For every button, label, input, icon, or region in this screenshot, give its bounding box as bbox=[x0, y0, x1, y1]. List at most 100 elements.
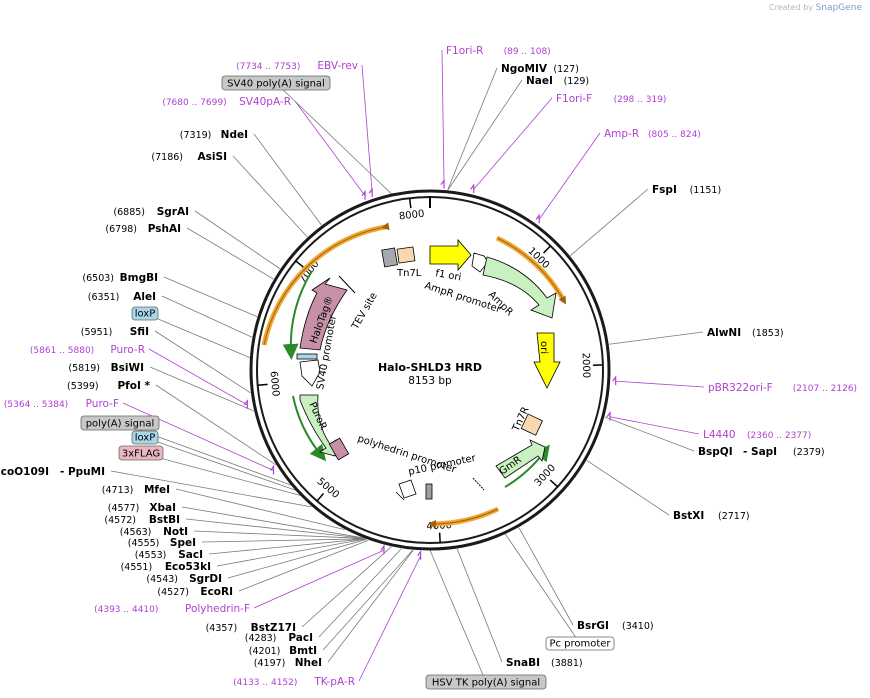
primer-label[interactable]: F1ori-R(89 .. 108) bbox=[440, 45, 551, 189]
site-position: (5399) bbox=[67, 381, 99, 392]
leader-line bbox=[318, 548, 402, 638]
restriction-site[interactable]: XbaI(4577) bbox=[108, 502, 176, 514]
site-position: (5819) bbox=[68, 363, 100, 374]
leader-line bbox=[185, 518, 363, 539]
restriction-site[interactable]: SfiI(5951) bbox=[81, 326, 149, 338]
restriction-site[interactable]: NheI(4197) bbox=[254, 657, 322, 669]
feature-box-label[interactable]: 3xFLAG bbox=[118, 445, 164, 461]
primer-leader bbox=[441, 49, 445, 185]
restriction-site[interactable]: Eco53kI(4551) bbox=[121, 561, 211, 573]
feature-box-label[interactable]: loxP bbox=[131, 430, 159, 445]
restriction-site[interactable]: PacI(4283) bbox=[245, 632, 313, 644]
restriction-site[interactable]: NdeI(7319) bbox=[180, 129, 248, 141]
site-position: (4543) bbox=[146, 574, 178, 585]
primer-marker bbox=[606, 410, 611, 421]
primer-label[interactable]: Amp-R(805 .. 824) bbox=[535, 128, 701, 224]
box-leader bbox=[144, 437, 299, 492]
restriction-site[interactable]: BstBI(4572) bbox=[104, 514, 180, 526]
feature-gmr bbox=[495, 439, 546, 479]
primer-marker bbox=[243, 399, 248, 409]
feature-box-label[interactable]: SV40 poly(A) signal bbox=[221, 75, 331, 91]
box-text: loxP bbox=[135, 433, 156, 444]
orange-arc-halotag-inner bbox=[263, 222, 390, 346]
restriction-site[interactable]: AleI(6351) bbox=[88, 291, 156, 303]
backbone-outer bbox=[249, 189, 611, 551]
primer-label[interactable]: SV40pA-R(7680 .. 7699) bbox=[162, 96, 366, 200]
primer-label[interactable]: L4440(2360 .. 2377) bbox=[606, 410, 811, 441]
site-extra: - PpuMI bbox=[60, 466, 105, 478]
site-position: (3881) bbox=[551, 658, 583, 669]
restriction-site[interactable]: BspQI- SapI(2379) bbox=[698, 446, 825, 458]
feature-box-label[interactable]: poly(A) signal bbox=[80, 415, 160, 431]
primer-label[interactable]: Puro-R(5861 .. 5880) bbox=[30, 344, 248, 409]
primer-leader bbox=[473, 97, 553, 190]
site-name: EcoO109I bbox=[0, 466, 49, 478]
leader-line bbox=[456, 548, 503, 663]
site-name: AlwNI bbox=[707, 327, 741, 339]
restriction-site[interactable]: SgrDI(4543) bbox=[146, 573, 222, 585]
primer-name: Polyhedrin-F bbox=[185, 603, 250, 615]
feature-sv40-promoter bbox=[299, 359, 321, 387]
leader-line bbox=[253, 133, 322, 226]
ruler-tick-label: 5000 bbox=[315, 476, 341, 501]
restriction-site[interactable]: SacI(4553) bbox=[135, 549, 203, 561]
site-name: BmtI bbox=[289, 645, 317, 657]
primer-marker bbox=[380, 544, 385, 555]
site-name: NgoMIV bbox=[501, 63, 548, 75]
leader-line bbox=[208, 538, 366, 555]
primer-name: L4440 bbox=[703, 429, 736, 441]
feature-polyhedrin-promoter bbox=[398, 479, 417, 499]
primer-label[interactable]: TK-pA-R(4133 .. 4152) bbox=[233, 549, 422, 688]
site-position: (4572) bbox=[104, 515, 136, 526]
feature-box-label[interactable]: Pc promoter bbox=[545, 636, 615, 651]
box-leader bbox=[275, 82, 393, 196]
restriction-site[interactable]: BsrGI(3410) bbox=[577, 620, 654, 632]
label-tev-site: TEV site bbox=[350, 291, 380, 332]
site-position: (6885) bbox=[113, 207, 145, 218]
restriction-site[interactable]: BsiWI(5819) bbox=[68, 362, 144, 374]
restriction-site[interactable]: AlwNI (1853) bbox=[707, 327, 784, 339]
leader-lines bbox=[110, 49, 705, 683]
primer-label[interactable]: Puro-F(5364 .. 5384) bbox=[4, 398, 275, 475]
restriction-site[interactable]: MfeI(4713) bbox=[102, 484, 170, 496]
site-name: FspI bbox=[652, 184, 677, 196]
plasmid-name: Halo-SHLD3 HRD bbox=[378, 361, 482, 374]
restriction-site[interactable]: BmtI(4201) bbox=[249, 645, 317, 657]
ruler-tick-label: 2000 bbox=[580, 353, 592, 379]
restriction-site[interactable]: NotI (4563) bbox=[120, 526, 188, 538]
site-position: (4577) bbox=[108, 503, 140, 514]
restriction-site[interactable]: PfoI *(5399) bbox=[67, 380, 151, 392]
primer-label[interactable]: pBR322ori-F(2107 .. 2126) bbox=[612, 375, 857, 394]
restriction-site[interactable]: - PpuMIEcoO109I(5002) bbox=[0, 466, 105, 478]
site-position: (4563) bbox=[120, 527, 152, 538]
ruler-tick-label: 8000 bbox=[398, 209, 425, 223]
restriction-site[interactable]: SnaBI(3881) bbox=[506, 657, 583, 669]
leader-line bbox=[149, 366, 254, 412]
feature-box-label[interactable]: HSV TK poly(A) signal bbox=[425, 674, 547, 690]
primer-label[interactable]: Polyhedrin-F (4393 .. 4410) bbox=[94, 544, 385, 615]
site-name: NotI bbox=[163, 526, 188, 538]
restriction-site[interactable]: NaeI(129) bbox=[526, 75, 589, 87]
restriction-site[interactable]: AsiSI(7186) bbox=[151, 151, 227, 163]
primer-range: (5364 .. 5384) bbox=[4, 400, 68, 410]
site-position: (2717) bbox=[718, 511, 750, 522]
restriction-site[interactable]: BstZ17I(4357) bbox=[206, 622, 296, 634]
features bbox=[296, 238, 561, 501]
restriction-site[interactable]: EcoRI(4527) bbox=[157, 586, 233, 598]
site-position: (4527) bbox=[157, 587, 189, 598]
feature-box-label[interactable]: loxP bbox=[131, 306, 159, 321]
site-position: (1853) bbox=[752, 328, 784, 339]
orange-arc-ampr-inner bbox=[496, 237, 566, 305]
restriction-site[interactable]: BmgBI(6503) bbox=[82, 272, 158, 284]
box-text: loxP bbox=[135, 309, 156, 320]
restriction-site[interactable]: PshAI(6798) bbox=[105, 223, 181, 235]
leader-line bbox=[232, 155, 308, 238]
primer-label[interactable]: F1ori-F(298 .. 319) bbox=[470, 93, 667, 194]
restriction-site[interactable]: NgoMIV(127) bbox=[501, 63, 579, 75]
restriction-site[interactable]: FspI(1151) bbox=[652, 184, 721, 196]
primer-label[interactable]: EBV-rev(7734 .. 7753) bbox=[236, 60, 373, 198]
restriction-site[interactable]: SpeI(4555) bbox=[128, 537, 196, 549]
restriction-site[interactable]: BstXI(2717) bbox=[673, 510, 750, 522]
primer-range: (4393 .. 4410) bbox=[94, 605, 158, 615]
restriction-site[interactable]: SgrAI(6885) bbox=[113, 206, 189, 218]
